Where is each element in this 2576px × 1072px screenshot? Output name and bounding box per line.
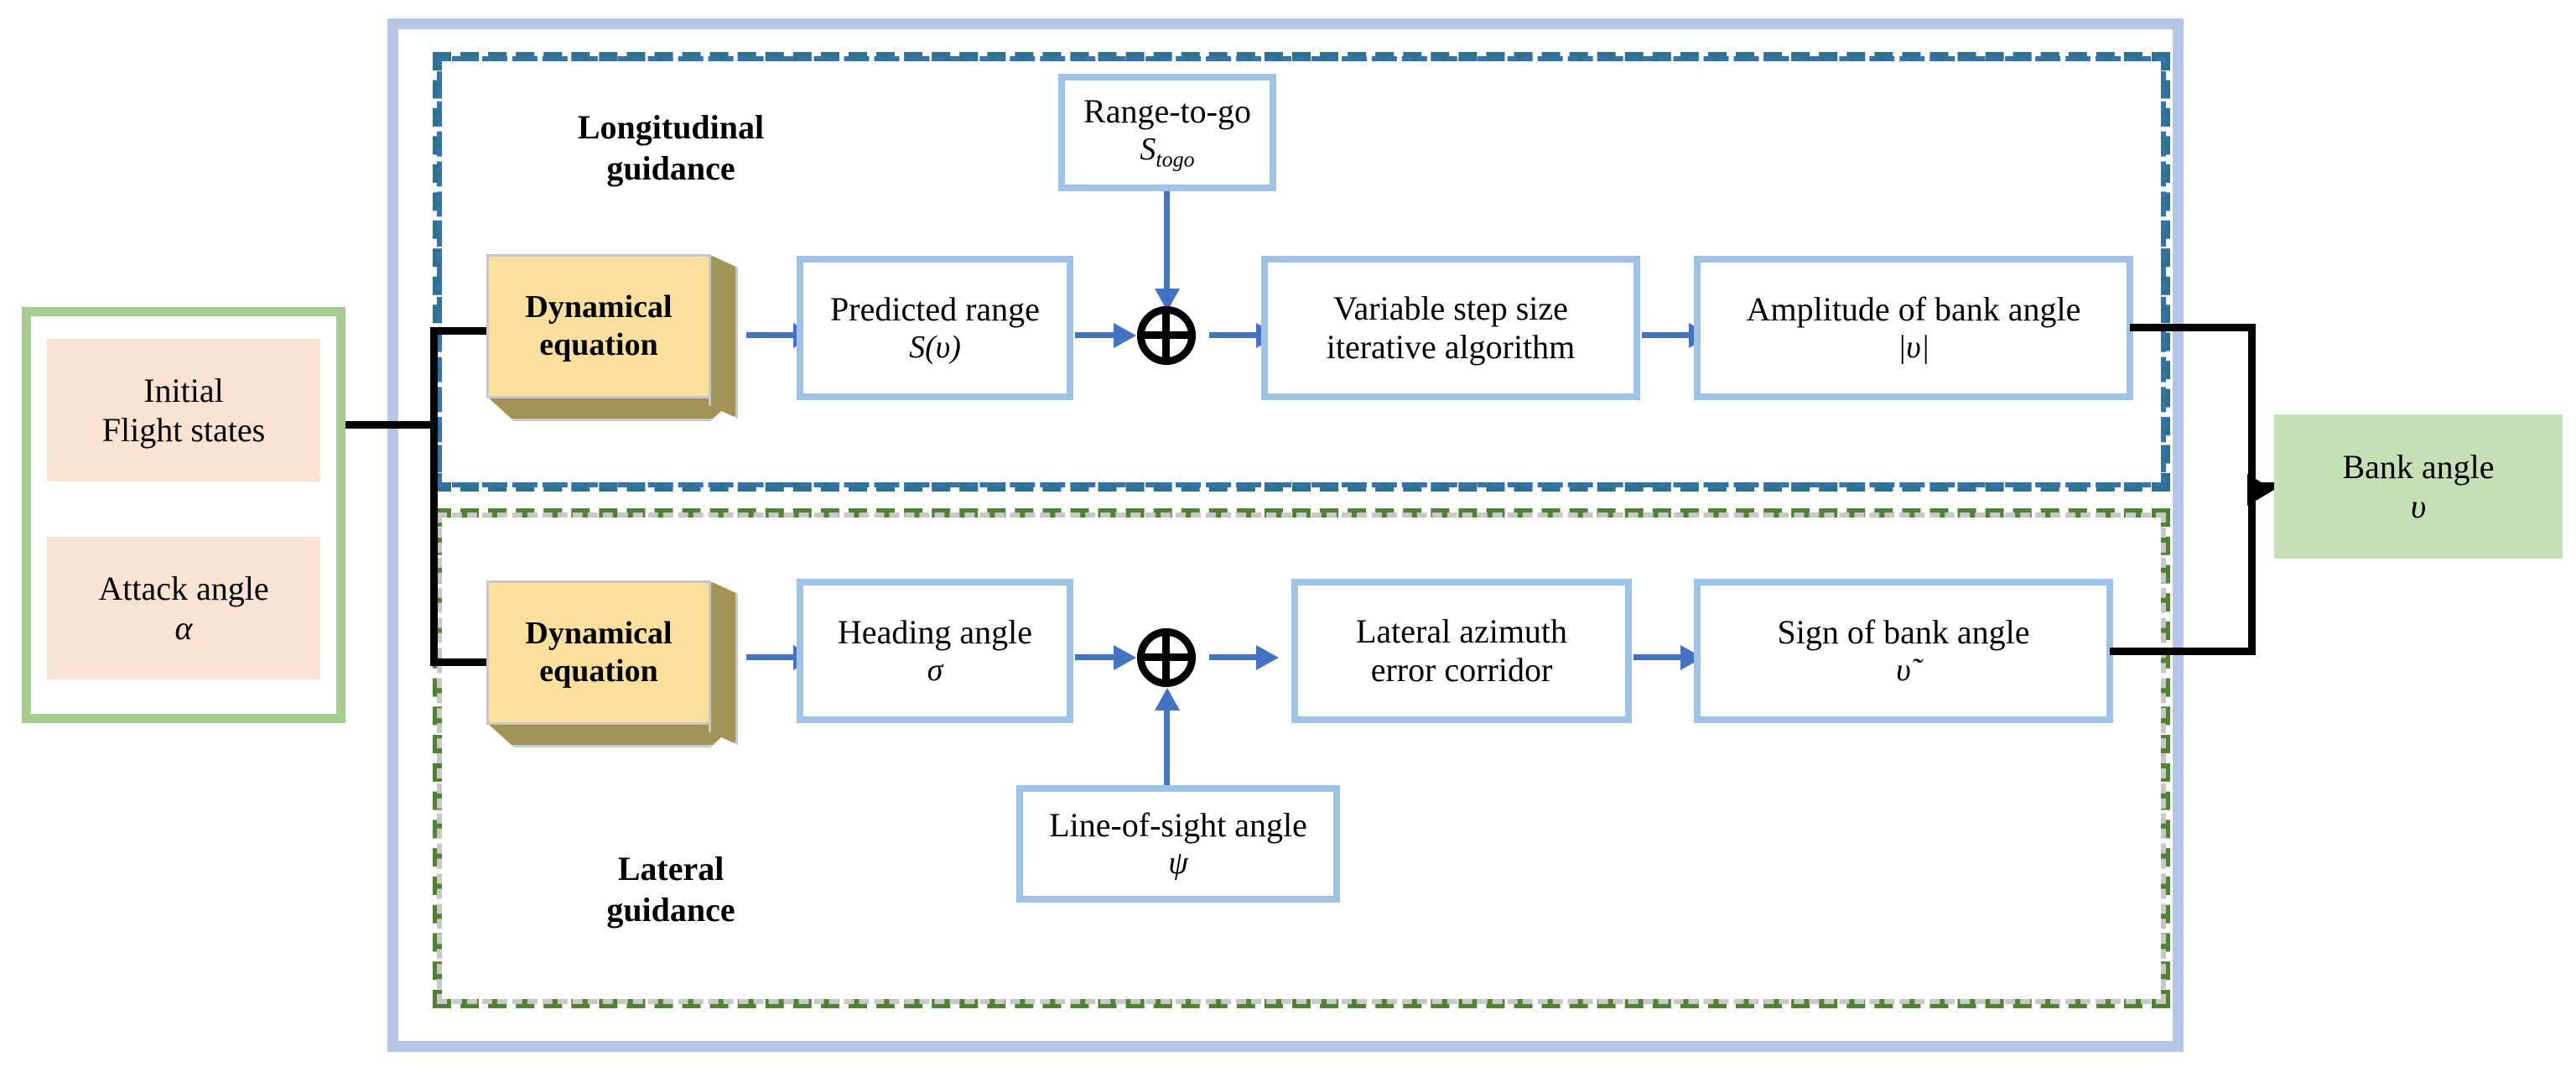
input-split-vertical [430,327,438,666]
iterative-line1: Variable step size [1333,289,1568,327]
output-arrowhead [2247,474,2274,506]
arrowhead [1155,688,1180,710]
bank-angle-label: Bank angle [2342,447,2495,486]
arrowhead [1114,323,1136,348]
longitudinal-dynamical-front-face: Dynamical equation [486,254,711,398]
variable-step-size-iterative-algorithm-box: Variable step size iterative algorithm [1261,256,1640,400]
bank-angle-output-box: Bank angle υ [2274,414,2563,559]
initial-flight-states-box: Initial Flight states [47,339,320,481]
longitudinal-dynamical-line2: equation [539,327,658,362]
lateral-label-line1: Lateral [617,850,724,887]
sign-of-bank-angle-box: Sign of bank angle υ̃ [1694,579,2113,723]
attack-angle-line1: Attack angle [98,569,269,607]
arrow-lateral-dyn-to-heading [746,645,816,670]
initial-flight-states-line1: Initial [143,371,224,409]
longitudinal-dynamical-equation-box: Dynamical equation [486,254,738,419]
arrow-longitudinal-dyn-to-predicted [746,323,816,348]
amplitude-output-line [2130,324,2256,331]
iterative-line2: iterative algorithm [1326,328,1576,366]
range-to-go-symbol-subscript: togo [1156,147,1195,172]
arrowhead [1256,645,1279,670]
lateral-dynamical-equation-box: Dynamical equation [486,580,738,745]
amplitude-symbol: |υ| [1897,330,1930,366]
arrow-range-to-go-to-sum [1155,191,1180,311]
longitudinal-guidance-label: Longitudinal guidance [520,107,822,190]
amplitude-label: Amplitude of bank angle [1746,289,2081,328]
line-of-sight-angle-box: Line-of-sight angle ψ [1016,785,1340,903]
range-to-go-symbol: Stogo [1140,131,1194,173]
predicted-range-symbol: S(υ) [909,330,961,366]
sign-of-bank-angle-label: Sign of bank angle [1777,612,2030,651]
lateral-guidance-label: Lateral guidance [520,849,822,931]
longitudinal-label-line2: guidance [606,148,735,187]
predicted-range-box: Predicted range S(υ) [797,256,1073,400]
lateral-label-line2: guidance [606,890,735,929]
range-to-go-label: Range-to-go [1083,91,1251,130]
azimuth-corridor-line2: error corridor [1370,651,1553,689]
input-stub-line [345,421,438,429]
longitudinal-dynamical-bottom-face [486,396,738,421]
lateral-dynamical-side-face [709,580,738,745]
range-to-go-symbol-base: S [1140,132,1156,168]
heading-angle-box: Heading angle σ [797,579,1073,723]
sign-output-line [2110,648,2256,655]
range-to-go-box: Range-to-go Stogo [1058,74,1276,191]
arrow-heading-to-sum [1075,645,1136,670]
initial-flight-states-line2: Flight states [101,411,266,449]
lateral-azimuth-error-corridor-box: Lateral azimuth error corridor [1291,579,1632,723]
line-of-sight-symbol: ψ [1168,846,1188,882]
attack-angle-symbol: α [174,609,193,647]
heading-angle-symbol: σ [927,653,943,689]
attack-angle-box: Attack angle α [47,537,320,679]
bank-angle-symbol: υ [2410,487,2427,525]
arrow-sum-to-iterative [1209,323,1279,348]
lateral-dynamical-line1: Dynamical [525,616,673,652]
arrow-iterative-to-amplitude [1642,323,1711,348]
arrow-predicted-to-sum [1075,323,1136,348]
lateral-dynamical-line2: equation [539,653,658,689]
longitudinal-dynamical-line1: Dynamical [525,289,673,325]
lateral-summation-node [1137,628,1196,687]
longitudinal-dynamical-side-face [709,254,738,419]
guidance-system-container [387,18,2184,1052]
amplitude-of-bank-angle-box: Amplitude of bank angle |υ| [1694,256,2133,400]
heading-angle-label: Heading angle [837,612,1033,651]
predicted-range-label: Predicted range [830,289,1040,328]
arrow-line-of-sight-to-sum [1155,688,1180,785]
arrowhead [1114,645,1136,670]
longitudinal-label-line1: Longitudinal [577,108,765,146]
lateral-dynamical-bottom-face [486,722,738,747]
azimuth-corridor-line1: Lateral azimuth [1355,611,1568,650]
arrow-corridor-to-sign [1633,645,1703,670]
longitudinal-summation-node [1137,306,1196,365]
lateral-dynamical-front-face: Dynamical equation [486,580,711,725]
line-of-sight-label: Line-of-sight angle [1049,805,1307,844]
sign-of-bank-angle-symbol: υ̃ [1896,653,1911,689]
arrow-sum-to-azimuth-corridor [1209,645,1279,670]
